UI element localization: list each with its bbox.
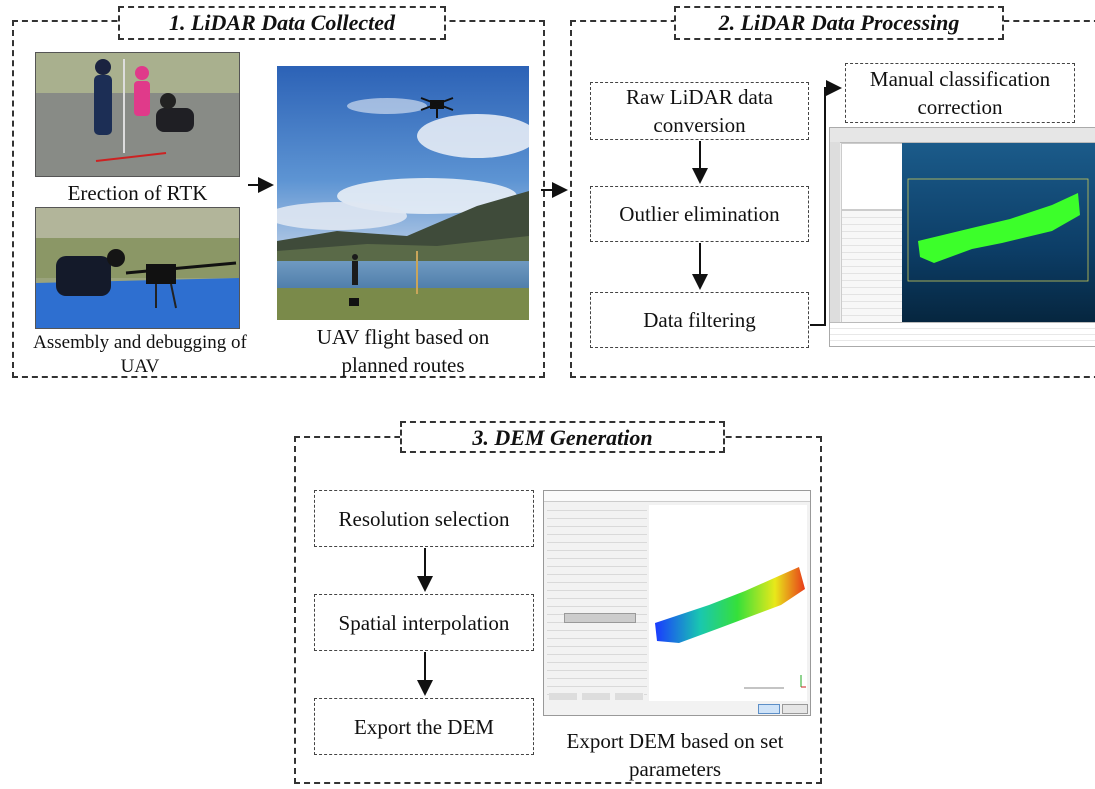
software-toolbar [830, 128, 1095, 143]
data-filtering-box: Data filtering [590, 292, 809, 348]
section-1-title: 1. LiDAR Data Collected [118, 6, 446, 40]
point-cloud-view [907, 178, 1089, 282]
raw-lidar-conversion-box: Raw LiDAR data conversion [590, 82, 809, 140]
dialog-cancel-button [782, 704, 808, 714]
section-3-title: 3. DEM Generation [400, 421, 725, 453]
software-db-tree [841, 143, 903, 210]
uav-flight-photo [277, 66, 529, 320]
point-cloud-software-screenshot [829, 127, 1095, 347]
export-dem-caption: Export DEM based on set parameters [566, 729, 784, 781]
outlier-elimination-box: Outlier elimination [590, 186, 809, 242]
rtk-photo [35, 52, 240, 177]
assembly-photo-illustration [36, 208, 239, 328]
software-tool-column [830, 142, 840, 322]
resolution-selection-box: Resolution selection [314, 490, 534, 547]
dialog-settings-panel [547, 503, 647, 699]
manual-classification-box: Manual classification correction [845, 63, 1075, 123]
rtk-caption: Erection of RTK [67, 181, 208, 205]
uav-flight-illustration [277, 66, 529, 320]
software-console [830, 322, 1095, 346]
section-2-title: 2. LiDAR Data Processing [674, 6, 1004, 40]
uav-flight-caption: UAV flight based on planned routes [316, 325, 490, 377]
dialog-titlebar [544, 491, 810, 502]
dialog-ok-button [758, 704, 780, 714]
rtk-photo-illustration [36, 53, 239, 176]
spatial-interpolation-box: Spatial interpolation [314, 594, 534, 651]
dialog-update-grid-button [564, 613, 636, 623]
dialog-dem-preview [649, 505, 807, 701]
assembly-caption: Assembly and debugging of UAV [33, 332, 247, 377]
rasterize-dialog-screenshot [543, 490, 811, 716]
dem-preview [655, 567, 806, 689]
assembly-photo [35, 207, 240, 329]
point-cloud-viewport [902, 143, 1095, 322]
export-dem-box: Export the DEM [314, 698, 534, 755]
dialog-button-row [549, 693, 644, 700]
arrow-filtering-to-manual [810, 80, 842, 326]
